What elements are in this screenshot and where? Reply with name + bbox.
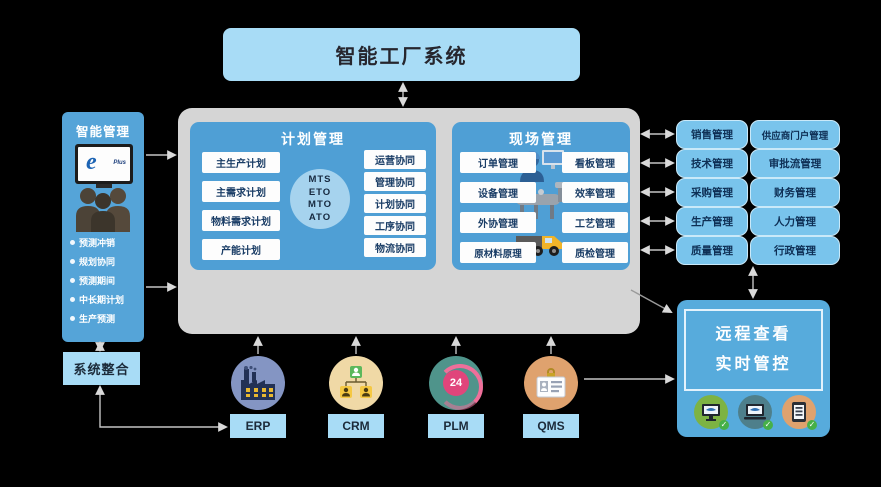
monitor-icon: e Plus: [75, 144, 133, 184]
system-integration-box: 系统整合: [63, 352, 140, 385]
list-item: 规划协同: [70, 255, 142, 268]
plan-item: 主需求计划: [202, 181, 280, 202]
collab-item: 计划协同: [364, 194, 426, 213]
logo-mark: e: [86, 149, 97, 175]
site-item: 看板管理: [562, 152, 628, 173]
plan-item: 物料需求计划: [202, 210, 280, 231]
team-people-icon: [74, 186, 132, 232]
matrix-item-sales: 销售管理: [676, 120, 748, 149]
plan-item: 主生产计划: [202, 152, 280, 173]
matrix-item-supplier: 供应商门户管理: [750, 120, 840, 149]
matrix-item-quality: 质量管理: [676, 236, 748, 265]
matrix-item-tech: 技术管理: [676, 149, 748, 178]
plan-management-panel: 计划管理 主生产计划 主需求计划 物料需求计划 产能计划 MTS ETO MTO…: [190, 122, 436, 270]
smart-management-title: 智能管理: [75, 125, 130, 139]
factory-icon: [231, 356, 285, 410]
laptop-device-icon: ✓: [738, 395, 773, 430]
collab-item: 运营协同: [364, 150, 426, 169]
check-icon: ✓: [763, 420, 773, 430]
check-icon: ✓: [719, 420, 729, 430]
bullet-icon: [70, 240, 75, 245]
monitor-stand: [96, 184, 112, 188]
bullet-icon: [70, 316, 75, 321]
check-icon: ✓: [807, 420, 817, 430]
list-item: 预测期间: [70, 274, 142, 287]
core-system-container: 计划管理 主生产计划 主需求计划 物料需求计划 产能计划 MTS ETO MTO…: [178, 108, 640, 334]
erp-label: ERP: [230, 414, 286, 438]
smart-management-panel: 智能管理 e Plus 预测冲销 规划协同: [62, 112, 144, 342]
org-chart-icon: [329, 356, 383, 410]
plm-24-badge: 24: [443, 370, 469, 396]
tablet-device-icon: ✓: [782, 395, 817, 430]
desktop-device-icon: ✓: [694, 395, 729, 430]
collab-item: 管理协同: [364, 172, 426, 191]
site-item: 质检管理: [562, 242, 628, 263]
plm-label: PLM: [428, 414, 484, 438]
remote-line1: 远程查看: [715, 326, 792, 343]
qms-label: QMS: [523, 414, 579, 438]
bullet-icon: [70, 259, 75, 264]
matrix-item-prod: 生产管理: [676, 207, 748, 236]
matrix-item-finance: 财务管理: [750, 178, 840, 207]
production-modes-circle: MTS ETO MTO ATO: [290, 169, 350, 229]
matrix-item-approval: 审批流管理: [750, 149, 840, 178]
site-item: 工艺管理: [562, 212, 628, 233]
site-item: 设备管理: [460, 182, 536, 203]
bullet-list: 预测冲销 规划协同 预测期间 中长期计划 生产预测: [70, 236, 142, 331]
id-card-icon: [524, 356, 578, 410]
site-item: 外协管理: [460, 212, 536, 233]
remote-line2: 实时管控: [715, 356, 792, 373]
logo-text: Plus: [113, 160, 126, 166]
matrix-item-hr: 人力管理: [750, 207, 840, 236]
site-panel-title: 现场管理: [509, 131, 573, 147]
list-item: 预测冲销: [70, 236, 142, 249]
page-title: 智能工厂系统: [223, 28, 580, 81]
plan-panel-title: 计划管理: [281, 131, 345, 147]
bullet-icon: [70, 297, 75, 302]
collab-item: 工序协同: [364, 216, 426, 235]
clock-24-icon: 24: [429, 356, 483, 410]
plan-item: 产能计划: [202, 239, 280, 260]
site-item: 订单管理: [460, 152, 536, 173]
remote-monitoring-panel: 远程查看 实时管控 ✓ ✓ ✓: [677, 300, 830, 437]
list-item: 中长期计划: [70, 293, 142, 306]
matrix-item-admin: 行政管理: [750, 236, 840, 265]
bullet-icon: [70, 278, 75, 283]
site-item: 原材料原理: [460, 242, 536, 263]
list-item: 生产预测: [70, 312, 142, 325]
site-management-panel: 现场管理: [452, 122, 630, 270]
site-item: 效率管理: [562, 182, 628, 203]
crm-label: CRM: [328, 414, 384, 438]
matrix-item-purchase: 采购管理: [676, 178, 748, 207]
collab-item: 物流协同: [364, 238, 426, 257]
remote-text-frame: 远程查看 实时管控: [684, 309, 823, 391]
circular-arrows-icon: [437, 364, 483, 410]
